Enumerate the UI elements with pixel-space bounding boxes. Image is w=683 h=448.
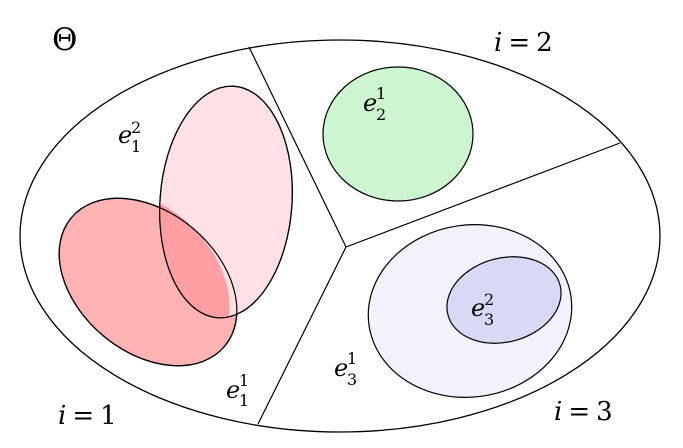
region-1-elements bbox=[58, 85, 293, 367]
partition-label-1: i=1 bbox=[58, 401, 117, 431]
element-e3-2-ellipse bbox=[446, 256, 562, 344]
element-e1-2-outline bbox=[159, 85, 293, 319]
element-e2-1-label: e 1 2 bbox=[363, 77, 394, 124]
partition-label-2: i=2 bbox=[494, 28, 553, 58]
partition-line-right bbox=[345, 142, 621, 248]
element-e3-1-label: e 1 3 bbox=[334, 342, 365, 389]
partition-line-upper bbox=[248, 46, 347, 248]
partition-label-3: i=3 bbox=[554, 397, 613, 427]
element-e1-2-label: e 2 1 bbox=[118, 111, 149, 156]
element-e3-2-label: e 2 3 bbox=[471, 283, 502, 329]
element-e2-1-ellipse bbox=[322, 66, 474, 202]
element-e1-1-label: e 1 1 bbox=[226, 364, 257, 410]
element-e1-1-outline bbox=[58, 197, 238, 367]
partition-line-lower bbox=[257, 246, 347, 425]
set-theta-label: Θ bbox=[52, 22, 77, 58]
